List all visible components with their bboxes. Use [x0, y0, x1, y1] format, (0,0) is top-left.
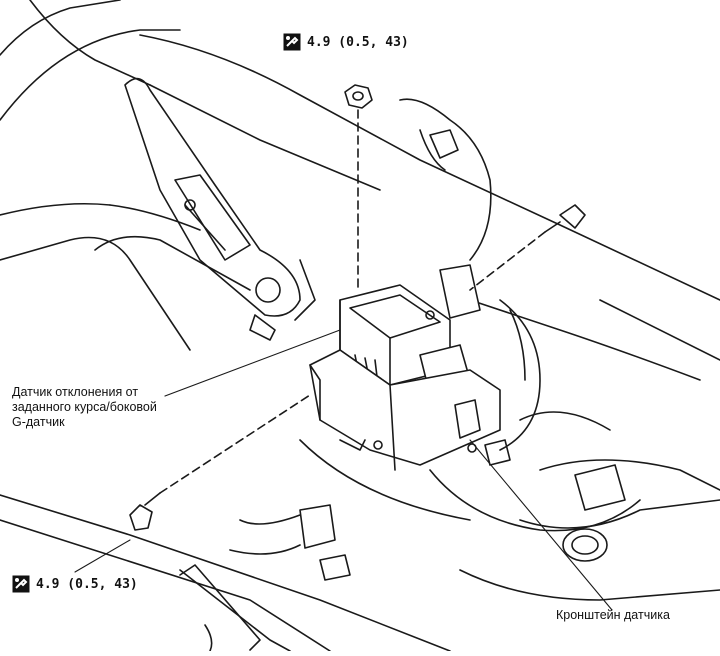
- sensor-label-line-3: G-датчик: [12, 415, 65, 429]
- torque-wrench-icon: [12, 575, 30, 593]
- sensor-label-line-1: Датчик отклонения от: [12, 385, 139, 399]
- flange-nut: [344, 84, 373, 291]
- torque-value-top: 4.9 (0.5, 43): [307, 34, 409, 50]
- sensor-label-line-2: заданного курса/боковой: [12, 400, 157, 414]
- torque-wrench-icon: [283, 33, 301, 51]
- sensor-bracket: [309, 349, 511, 471]
- brake-lever: [124, 77, 316, 341]
- bolt-lower-left: [129, 394, 311, 531]
- bolt-upper-right: [469, 204, 586, 291]
- rod-lower-left: [179, 564, 261, 652]
- grommet: [562, 528, 608, 562]
- leader-lines: [74, 329, 613, 611]
- bracket-label: Кронштейн датчика: [556, 608, 670, 622]
- wiring-harness: [229, 98, 626, 581]
- torque-value-bottom: 4.9 (0.5, 43): [36, 576, 138, 592]
- torque-callout-top: 4.9 (0.5, 43): [283, 33, 409, 51]
- torque-callout-bottom: 4.9 (0.5, 43): [12, 575, 138, 593]
